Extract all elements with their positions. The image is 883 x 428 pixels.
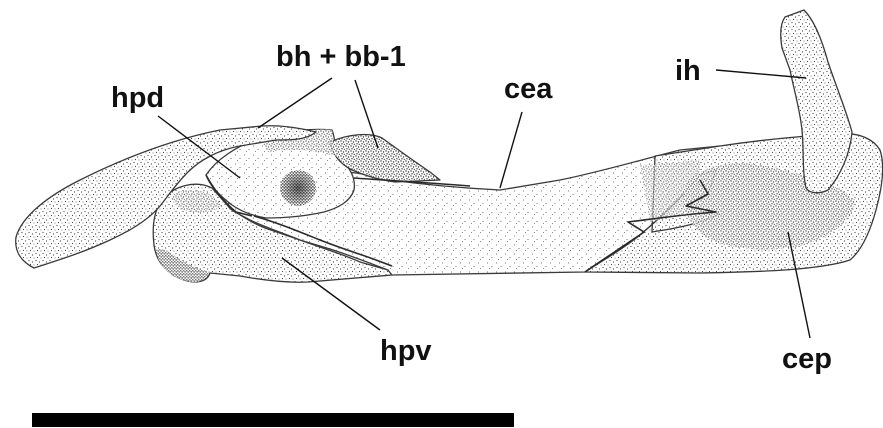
leader-cea bbox=[500, 112, 522, 188]
scale-bar bbox=[32, 413, 514, 427]
label-cea: cea bbox=[504, 73, 553, 105]
label-hpv: hpv bbox=[380, 335, 432, 367]
label-bh-bb1: bh + bb-1 bbox=[276, 41, 406, 73]
articular-facet-shade bbox=[280, 170, 316, 206]
label-ih: ih bbox=[675, 55, 701, 87]
label-cep: cep bbox=[782, 343, 832, 375]
label-hpd: hpd bbox=[111, 82, 164, 114]
leader-bh-bb1-left bbox=[258, 78, 332, 128]
